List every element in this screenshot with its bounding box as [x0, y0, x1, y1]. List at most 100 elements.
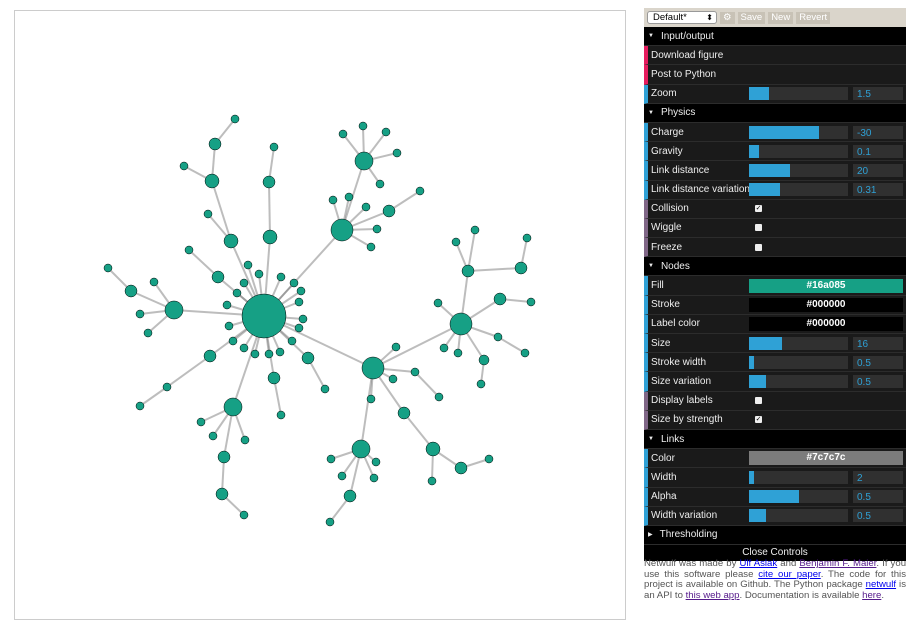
charge-slider[interactable]: [749, 125, 848, 139]
width-variation-slider[interactable]: [749, 509, 848, 523]
network-node[interactable]: [243, 260, 253, 270]
network-node[interactable]: [493, 332, 503, 342]
network-node[interactable]: [262, 175, 276, 189]
zoom-slider[interactable]: [749, 87, 848, 101]
control-charge[interactable]: Charge-30: [644, 122, 906, 143]
control-collision[interactable]: Collision✓: [644, 199, 906, 219]
network-node[interactable]: [337, 471, 347, 481]
network-node[interactable]: [162, 382, 172, 392]
control-download-figure[interactable]: Download figure: [644, 46, 906, 66]
network-node[interactable]: [287, 336, 297, 346]
network-node[interactable]: [388, 374, 398, 384]
network-node[interactable]: [427, 476, 437, 486]
network-node[interactable]: [366, 242, 376, 252]
network-node[interactable]: [301, 351, 315, 365]
network-node[interactable]: [294, 323, 304, 333]
network-node[interactable]: [439, 343, 449, 353]
link-ulf-aslak[interactable]: Ulf Aslak: [739, 558, 778, 569]
network-node[interactable]: [330, 218, 354, 242]
size-variation-input[interactable]: 0.5: [853, 374, 903, 388]
network-node[interactable]: [371, 457, 381, 467]
folder-input-output[interactable]: ▼Input/output: [644, 27, 906, 47]
network-node[interactable]: [478, 354, 490, 366]
link-distance-slider[interactable]: [749, 163, 848, 177]
network-node[interactable]: [240, 435, 250, 445]
network-node[interactable]: [184, 245, 194, 255]
network-node[interactable]: [124, 284, 138, 298]
network-node[interactable]: [208, 137, 222, 151]
network-node[interactable]: [239, 278, 249, 288]
network-node[interactable]: [230, 114, 240, 124]
stroke-width-input[interactable]: 0.5: [853, 355, 903, 369]
label-color-color-input[interactable]: #000000: [749, 316, 903, 331]
link-docs[interactable]: here: [862, 589, 882, 601]
close-controls-button[interactable]: Close Controls: [644, 545, 906, 562]
control-post-to-python[interactable]: Post to Python: [644, 65, 906, 85]
network-node[interactable]: [369, 473, 379, 483]
network-node[interactable]: [410, 367, 420, 377]
network-node[interactable]: [211, 270, 225, 284]
control-display-labels[interactable]: Display labels: [644, 391, 906, 411]
network-node[interactable]: [476, 379, 486, 389]
network-node[interactable]: [382, 204, 396, 218]
control-freeze[interactable]: Freeze: [644, 238, 906, 258]
network-node[interactable]: [179, 161, 189, 171]
network-node[interactable]: [392, 148, 402, 158]
network-node[interactable]: [328, 195, 338, 205]
network-node[interactable]: [361, 356, 385, 380]
control-wiggle[interactable]: Wiggle: [644, 218, 906, 239]
network-node[interactable]: [217, 450, 231, 464]
network-canvas[interactable]: [14, 10, 626, 620]
network-node[interactable]: [338, 129, 348, 139]
charge-input[interactable]: -30: [853, 125, 903, 139]
network-node[interactable]: [344, 192, 354, 202]
network-node[interactable]: [276, 410, 286, 420]
network-node[interactable]: [208, 431, 218, 441]
network-node[interactable]: [250, 349, 260, 359]
network-node[interactable]: [397, 406, 411, 420]
network-node[interactable]: [522, 233, 532, 243]
network-node[interactable]: [493, 292, 507, 306]
network-node[interactable]: [267, 371, 281, 385]
control-color[interactable]: Color#7c7c7c: [644, 449, 906, 469]
network-node[interactable]: [526, 297, 536, 307]
network-node[interactable]: [228, 336, 238, 346]
network-node[interactable]: [203, 209, 213, 219]
size-variation-slider[interactable]: [749, 374, 848, 388]
network-node[interactable]: [354, 151, 374, 171]
folder-physics[interactable]: ▼Physics: [644, 103, 906, 123]
network-node[interactable]: [164, 300, 184, 320]
width-input[interactable]: 2: [853, 470, 903, 484]
alpha-slider[interactable]: [749, 490, 848, 504]
network-node[interactable]: [103, 263, 113, 273]
network-node[interactable]: [325, 517, 335, 527]
network-node[interactable]: [135, 309, 145, 319]
new-button[interactable]: New: [768, 11, 794, 24]
stroke-width-slider[interactable]: [749, 355, 848, 369]
network-node[interactable]: [135, 401, 145, 411]
network-node[interactable]: [254, 269, 264, 279]
network-node[interactable]: [366, 394, 376, 404]
network-node[interactable]: [262, 229, 278, 245]
network-node[interactable]: [296, 286, 306, 296]
network-node[interactable]: [425, 441, 441, 457]
gravity-slider[interactable]: [749, 144, 848, 158]
network-node[interactable]: [196, 417, 206, 427]
network-node[interactable]: [223, 233, 239, 249]
network-node[interactable]: [453, 348, 463, 358]
size-slider[interactable]: [749, 336, 848, 350]
network-node[interactable]: [470, 225, 480, 235]
revert-button[interactable]: Revert: [796, 11, 831, 24]
network-node[interactable]: [451, 237, 461, 247]
network-node[interactable]: [232, 288, 242, 298]
collision-checkbox[interactable]: ✓: [755, 205, 762, 213]
network-node[interactable]: [215, 487, 229, 501]
fill-color-input[interactable]: #16a085: [749, 278, 903, 293]
